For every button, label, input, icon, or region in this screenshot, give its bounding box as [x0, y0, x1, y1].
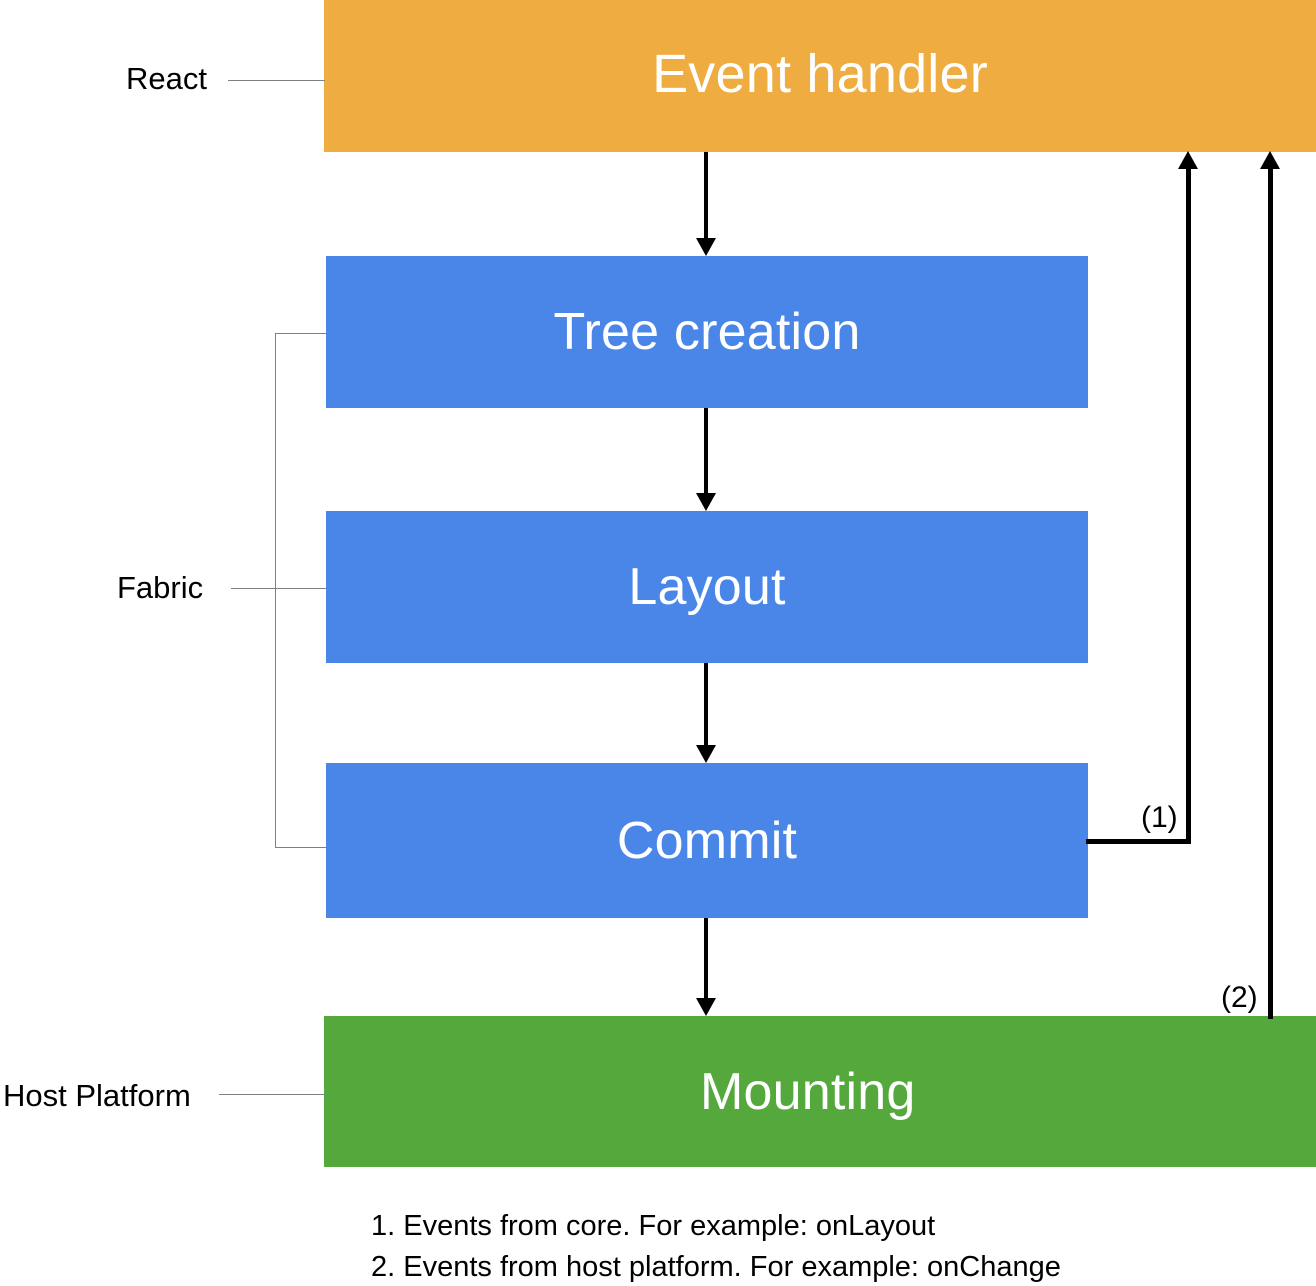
stage-label-tree-creation: Tree creation — [553, 303, 861, 361]
fabric-bracket-vertical — [275, 333, 276, 848]
footnotes-block: 1. Events from core. For example: onLayo… — [371, 1206, 1061, 1286]
fabric-bracket-top-arm — [275, 333, 327, 334]
arrow-shaft — [704, 408, 708, 493]
leader-line-react — [228, 80, 325, 81]
group-label-react: React — [126, 61, 207, 96]
stage-box-mounting: Mounting — [324, 1016, 1316, 1167]
leader-line-host-platform — [219, 1094, 325, 1095]
stage-box-commit: Commit — [326, 763, 1088, 918]
arrow-shaft — [704, 918, 708, 998]
arrow-head-down-icon — [696, 745, 716, 763]
stage-label-commit: Commit — [616, 811, 798, 870]
feedback-1-horizontal-segment — [1086, 839, 1190, 844]
feedback-2-arrow-head-up-icon — [1260, 151, 1280, 169]
group-label-host-platform: Host Platform — [3, 1078, 191, 1113]
stage-label-event-handler: Event handler — [652, 44, 988, 104]
arrow-head-down-icon — [696, 238, 716, 256]
group-label-fabric: Fabric — [117, 570, 204, 605]
arrow-shaft — [704, 152, 708, 238]
callout-marker-2: (2) — [1221, 981, 1258, 1014]
leader-line-fabric — [231, 588, 326, 589]
fabric-bracket-bottom-arm — [275, 847, 327, 848]
footnote-1: 1. Events from core. For example: onLayo… — [371, 1210, 936, 1242]
stage-label-layout: Layout — [628, 558, 786, 616]
stage-box-event-handler: Event handler — [324, 0, 1316, 152]
stage-box-layout: Layout — [326, 511, 1088, 663]
callout-marker-1: (1) — [1141, 801, 1178, 834]
arrow-head-down-icon — [696, 998, 716, 1016]
arrow-shaft — [704, 663, 708, 745]
footnote-2: 2. Events from host platform. For exampl… — [371, 1251, 1061, 1283]
stage-box-tree-creation: Tree creation — [326, 256, 1088, 408]
feedback-1-vertical-segment — [1186, 167, 1191, 844]
feedback-1-arrow-head-up-icon — [1178, 151, 1198, 169]
feedback-2-vertical-segment — [1268, 167, 1273, 1019]
arrow-head-down-icon — [696, 493, 716, 511]
stage-label-mounting: Mounting — [700, 1062, 916, 1121]
